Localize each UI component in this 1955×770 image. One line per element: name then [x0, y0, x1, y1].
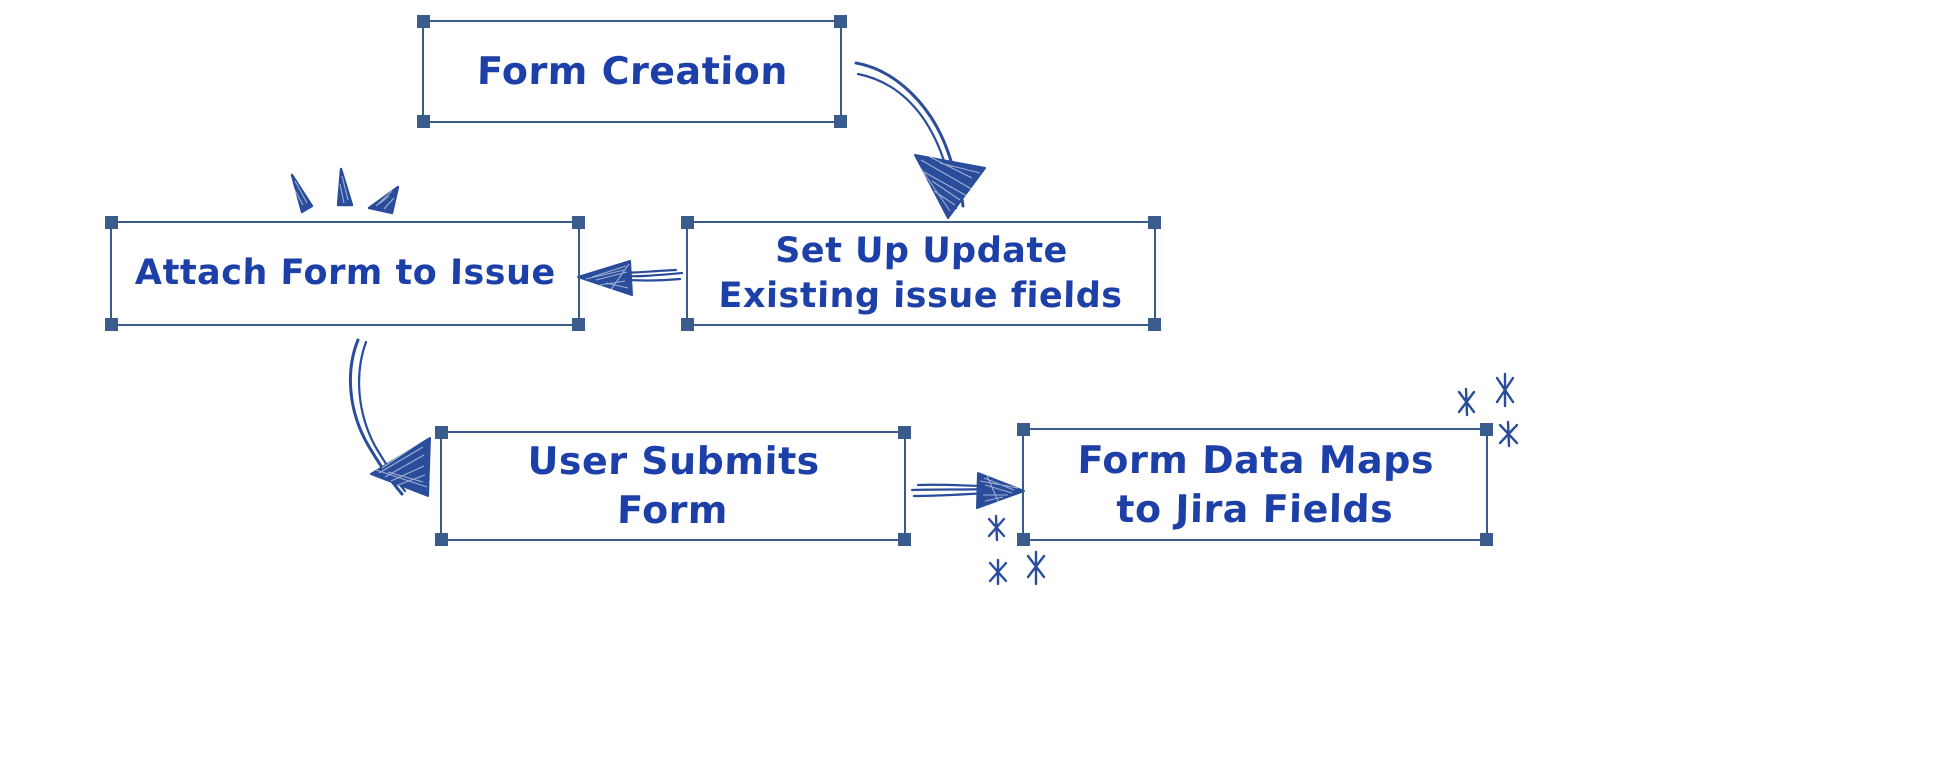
spark-wedge: [336, 167, 354, 207]
arrowhead: [370, 437, 431, 497]
resize-handle-top-left[interactable]: [1017, 423, 1030, 436]
resize-handle-top-right[interactable]: [1480, 423, 1493, 436]
arrowhead: [976, 472, 1025, 509]
sparkle-icon: [987, 514, 1006, 542]
node-form-data-maps[interactable]: Form Data Maps to Jira Fields: [1017, 423, 1493, 546]
resize-handle-bottom-left[interactable]: [105, 318, 118, 331]
resize-handle-bottom-left[interactable]: [1017, 533, 1030, 546]
spark-burst-attach-form: [290, 167, 400, 215]
resize-handle-top-right[interactable]: [572, 216, 585, 229]
node-label-set-up-update: Set Up Update Existing issue fields: [718, 230, 1123, 316]
resize-handle-bottom-right[interactable]: [572, 318, 585, 331]
resize-handle-bottom-left[interactable]: [681, 318, 694, 331]
arrowhead: [914, 154, 986, 219]
edge-attach-to-submits: [348, 338, 431, 497]
spark-wedge: [290, 173, 314, 214]
node-attach-form[interactable]: Attach Form to Issue: [105, 216, 585, 331]
sparkle-icon: [988, 558, 1008, 586]
resize-handle-top-right[interactable]: [1148, 216, 1161, 229]
sparkle-icon: [1457, 387, 1476, 417]
node-user-submits[interactable]: User Submits Form: [435, 426, 911, 546]
resize-handle-bottom-right[interactable]: [1148, 318, 1161, 331]
node-label-attach-form: Attach Form to Issue: [134, 253, 556, 294]
resize-handle-bottom-left[interactable]: [435, 533, 448, 546]
node-label-form-data-maps: Form Data Maps to Jira Fields: [1076, 437, 1435, 531]
edge-setup-to-attach: [577, 260, 684, 296]
resize-handle-bottom-right[interactable]: [1480, 533, 1493, 546]
node-set-up-update[interactable]: Set Up Update Existing issue fields: [681, 216, 1161, 331]
resize-handle-bottom-left[interactable]: [417, 115, 430, 128]
node-form-creation[interactable]: Form Creation: [417, 15, 847, 128]
resize-handle-bottom-right[interactable]: [898, 533, 911, 546]
resize-handle-top-left[interactable]: [681, 216, 694, 229]
resize-handle-top-left[interactable]: [435, 426, 448, 439]
resize-handle-top-right[interactable]: [834, 15, 847, 28]
arrowhead: [577, 260, 633, 296]
resize-handle-bottom-right[interactable]: [834, 115, 847, 128]
spark-wedge: [367, 185, 400, 215]
resize-handle-top-left[interactable]: [105, 216, 118, 229]
node-label-form-creation: Form Creation: [476, 49, 788, 94]
resize-handle-top-right[interactable]: [898, 426, 911, 439]
sparkle-icon: [1495, 372, 1515, 408]
node-label-user-submits: User Submits Form: [526, 439, 821, 532]
sparkle-icon: [1498, 420, 1519, 448]
resize-handle-top-left[interactable]: [417, 15, 430, 28]
diagram-title: Form Creation Flow: [0, 21, 1, 22]
edge-creation-to-setup: [854, 61, 986, 219]
sparkle-icon: [1026, 550, 1046, 586]
edge-submits-to-maps: [910, 472, 1025, 509]
